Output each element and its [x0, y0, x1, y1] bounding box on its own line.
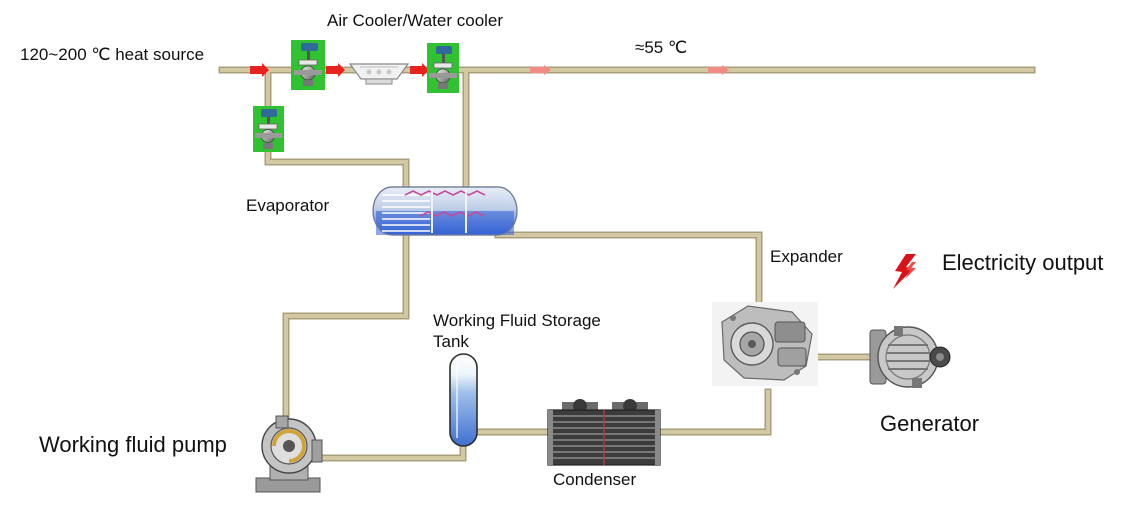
outlet-temperature-label: ≈55 ℃ — [635, 38, 688, 57]
electricity-output-label: Electricity output — [942, 250, 1104, 275]
pump-label: Working fluid pump — [39, 432, 227, 457]
expander-icon — [712, 302, 818, 386]
heat-source-label: 120~200 ℃ heat source — [20, 45, 205, 64]
flow-arrow-icon — [250, 63, 269, 77]
condenser-icon — [547, 399, 661, 466]
air-cooler-icon — [348, 63, 410, 85]
control-valve-icon — [291, 40, 325, 90]
flow-arrows — [250, 63, 729, 77]
generator-icon — [869, 326, 951, 388]
control-valve-icon — [427, 43, 459, 93]
pump-icon — [255, 415, 323, 493]
storage-tank-icon — [449, 353, 478, 447]
evaporator-label: Evaporator — [246, 196, 330, 215]
flow-arrow-icon — [708, 65, 729, 75]
cooler-label: Air Cooler/Water cooler — [327, 11, 504, 30]
condenser-label: Condenser — [553, 470, 637, 489]
flow-arrow-icon — [326, 63, 345, 77]
flow-arrow-icon — [410, 63, 429, 77]
storage-tank-label: Working Fluid Storage Tank — [433, 311, 601, 351]
lightning-icon — [893, 254, 916, 289]
control-valve-icon — [253, 106, 284, 152]
generator-label: Generator — [880, 411, 980, 436]
evaporator-icon — [372, 186, 518, 236]
expander-label: Expander — [770, 247, 843, 266]
flow-arrow-icon — [530, 65, 551, 75]
